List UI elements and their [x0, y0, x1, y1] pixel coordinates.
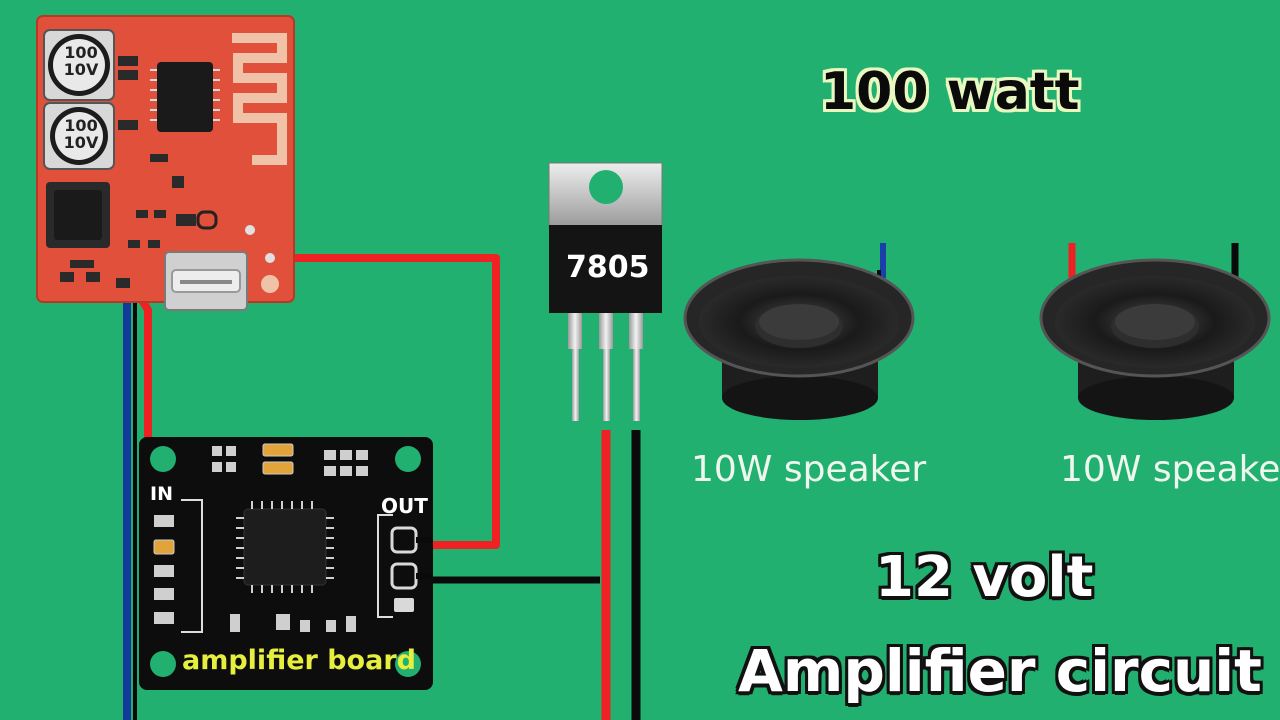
capacitor-2-label: 100 10V: [56, 117, 106, 151]
capacitor-1-voltage: 10V: [63, 60, 99, 79]
speaker-right-label: 10W speaker: [1060, 449, 1280, 490]
regulator-7805: [548, 162, 663, 421]
voltage-subtitle: 12 volt: [875, 545, 1094, 610]
speaker-left-label: 10W speaker: [691, 449, 927, 490]
board-in-label: IN: [150, 483, 173, 505]
capacitor-2-value: 100: [64, 116, 98, 135]
capacitor-1-label: 100 10V: [56, 44, 106, 78]
speaker-left: [683, 243, 915, 420]
wire-red-bt-top: [270, 254, 500, 549]
capacitor-2-voltage: 10V: [63, 133, 99, 152]
wire-red-bt-to-amp: [138, 297, 152, 446]
regulator-label: 7805: [566, 250, 650, 285]
capacitor-1-value: 100: [64, 43, 98, 62]
board-out-label: OUT: [381, 494, 428, 518]
amplifier-board-label: amplifier board: [182, 645, 416, 676]
wires: [123, 254, 641, 720]
power-title: 100 watt: [820, 62, 1080, 122]
antenna-trace: [232, 33, 287, 165]
bluetooth-board: [36, 15, 295, 311]
speaker-right: [1039, 243, 1271, 420]
amplifier-board: [139, 437, 433, 690]
circuit-subtitle: Amplifier circuit: [738, 637, 1262, 705]
